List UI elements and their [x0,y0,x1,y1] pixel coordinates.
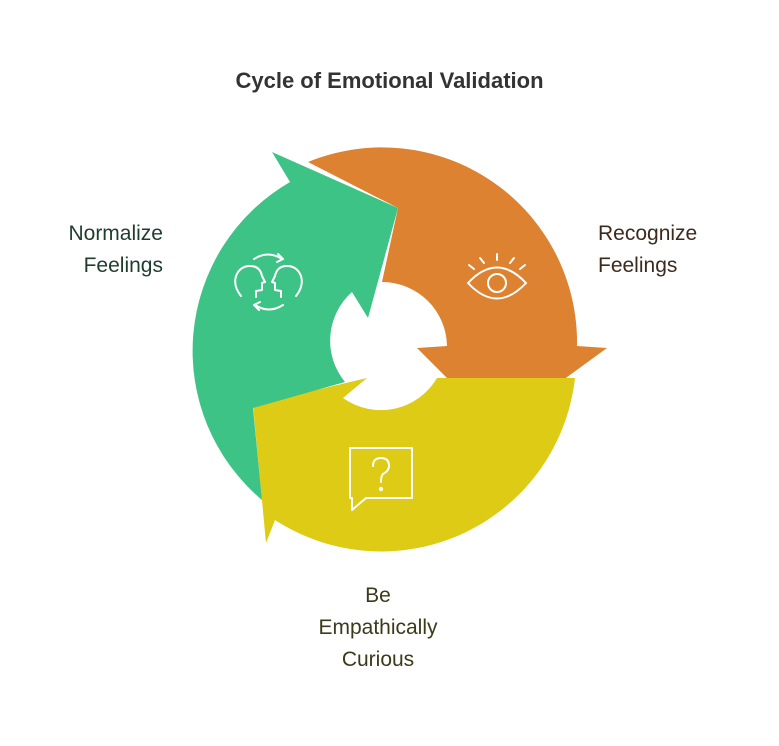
eye-icon [466,253,528,300]
segment-normalize-feelings [192,152,398,500]
label-line: Empathically [318,616,438,639]
label-line: Be [365,584,391,607]
two-heads-exchange-icon [234,253,303,311]
segment-be-empathically-curious [253,378,575,552]
question-speech-bubble-icon [349,447,413,511]
label-recognize-feelings: Recognize Feelings [598,218,768,282]
label-line: Curious [341,648,415,671]
label-be-empathically-curious: Be Empathically Curious [260,580,496,676]
segment-recognize-feelings [308,147,607,428]
label-normalize-feelings: Normalize Feelings [20,218,163,282]
label-line: Recognize [598,222,698,245]
label-line: Feelings [83,254,163,277]
diagram-title: Cycle of Emotional Validation [235,68,544,93]
label-line: Normalize [68,222,163,245]
label-line: Feelings [598,254,678,277]
